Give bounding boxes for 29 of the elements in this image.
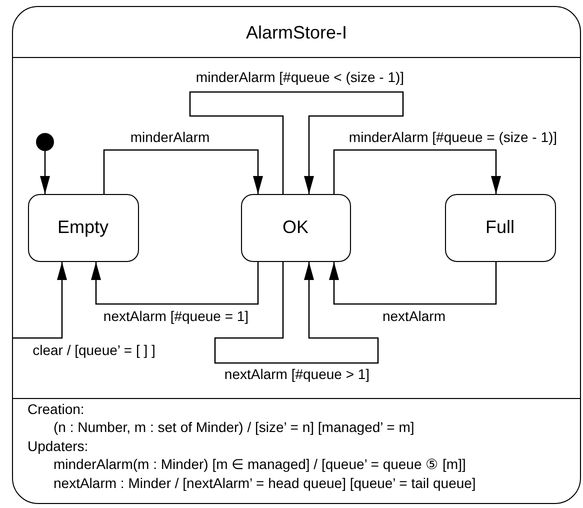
initial-state-dot	[36, 132, 54, 150]
state-name: Full	[485, 217, 514, 238]
compartment-text: (n : Number, m : set of Minder) / [size’ = n] [managed’ = m]	[54, 418, 414, 434]
transition-arrow	[214, 262, 379, 364]
compartment-text: Updaters:	[28, 438, 88, 454]
compartment-text: minderAlarm(m : Minder) [m ∈ managed] / [queue’ = queue ⑤ [m]]	[54, 456, 466, 472]
edge-label: minderAlarm [#queue < (size - 1)]	[194, 69, 406, 85]
edge-label: nextAlarm [#queue > 1]	[223, 366, 371, 382]
transition-arrow	[103, 149, 263, 194]
transition-arrow	[91, 262, 259, 305]
edge-label: nextAlarm	[381, 308, 447, 324]
edge-label: clear / [queue’ = [ ] ]	[32, 342, 156, 358]
state-title: AlarmStore-I	[246, 22, 348, 44]
state-name: OK	[282, 217, 308, 238]
state-box	[28, 194, 138, 262]
state-box	[444, 194, 556, 262]
transition-arrow	[40, 151, 50, 194]
composite-state-box	[12, 6, 581, 504]
edge-label: minderAlarm	[129, 129, 211, 145]
state-name: Empty	[57, 217, 108, 238]
edge-label: nextAlarm [#queue = 1]	[102, 308, 250, 324]
compartment-text: Creation:	[28, 400, 84, 416]
state-box	[240, 194, 350, 262]
transition-arrow	[189, 91, 404, 194]
transition-arrow	[329, 262, 497, 305]
transition-arrow	[333, 149, 501, 194]
transition-arrow	[12, 262, 67, 339]
edge-label: minderAlarm [#queue = (size - 1)]	[348, 129, 558, 145]
compartment-text: nextAlarm : Minder / [nextAlarm’ = head queue] [queue’ = tail queue]	[54, 474, 476, 490]
